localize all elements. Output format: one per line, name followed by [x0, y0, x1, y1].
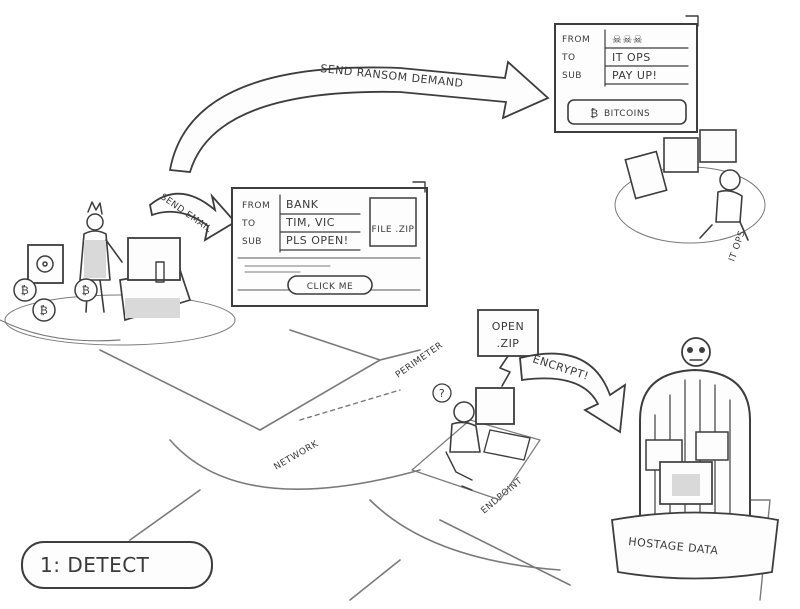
- ransom-email-window: FROM ☠☠☠ TO IT OPS SUB PAY UP! ₿ BITCOIN…: [554, 15, 699, 133]
- attacker-figure: [4, 201, 236, 346]
- ransom-sub-label: SUB: [562, 71, 582, 81]
- perimeter-label: PERIMETER: [394, 340, 445, 380]
- ransom-bitcoin-symbol: ₿: [590, 107, 599, 120]
- phishing-from-label: FROM: [242, 201, 270, 211]
- bitcoin-coins: ₿ ₿ ₿: [13, 278, 98, 322]
- phishing-to-value: TIM, VIC: [285, 216, 335, 229]
- ransom-from-value: ☠☠☠: [612, 33, 643, 46]
- phishing-email-window: FROM BANK TO TIM, VIC SUB PLS OPEN! FILE…: [231, 181, 428, 307]
- phishing-to-label: TO: [241, 219, 256, 229]
- it-ops-label: IT OPS: [727, 229, 747, 263]
- it-ops-workstation: IT OPS: [614, 129, 766, 263]
- ransom-to-label: TO: [561, 53, 576, 63]
- stage-label: 1: DETECT: [40, 553, 150, 577]
- phishing-sub-value: PLS OPEN!: [286, 234, 349, 247]
- phishing-click-me-button: CLICK ME: [307, 282, 353, 292]
- phishing-from-value: BANK: [286, 198, 319, 211]
- send-email-arrow: SEND EMAIL: [149, 192, 237, 242]
- phishing-sub-label: SUB: [242, 237, 262, 247]
- stage-badge: 1: DETECT: [21, 541, 213, 589]
- ransom-to-value: IT OPS: [612, 51, 651, 64]
- open-zip-line2: .ZIP: [497, 337, 520, 350]
- network-label: NETWORK: [273, 439, 321, 473]
- coin-symbol-2: ₿: [40, 304, 49, 317]
- send-ransom-arrow: SEND RANSOM DEMAND: [168, 60, 550, 173]
- hostage-data-cage: HOSTAGE DATA: [611, 337, 779, 580]
- ransom-from-label: FROM: [562, 35, 590, 45]
- ransom-bitcoin-label: BITCOINS: [604, 109, 650, 119]
- endpoint-user-workstation: OPEN .ZIP ?: [411, 309, 541, 501]
- phishing-attachment: FILE .ZIP: [371, 225, 414, 235]
- open-zip-line1: OPEN: [492, 320, 524, 333]
- ransom-sub-value: PAY UP!: [612, 69, 657, 82]
- encrypt-arrow: ENCRYPT!: [519, 352, 627, 434]
- coin-symbol-1: ₿: [21, 284, 30, 297]
- question-mark: ?: [439, 387, 445, 400]
- coin-symbol-3: ₿: [82, 284, 91, 297]
